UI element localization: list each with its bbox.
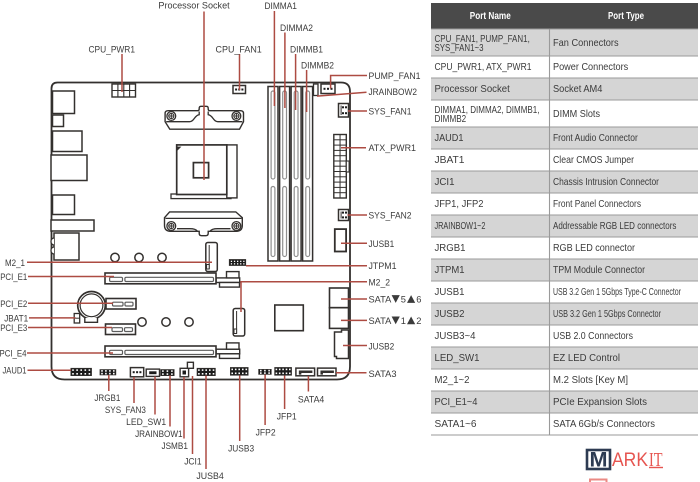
svg-text:JRAINBOW1~2: JRAINBOW1~2 [435,221,486,232]
svg-text:JFP2: JFP2 [256,428,276,439]
svg-text:IT: IT [649,450,663,471]
svg-text:Processor Socket: Processor Socket [158,0,230,11]
svg-text:PCIe Expansion Slots: PCIe Expansion Slots [553,397,647,408]
svg-text:JRGB1: JRGB1 [94,393,120,404]
svg-text:JUSB2: JUSB2 [369,342,395,353]
svg-text:SATA1~6: SATA1~6 [435,419,477,430]
svg-text:JUSB1: JUSB1 [369,239,395,250]
svg-text:SATA 6Gb/s Connectors: SATA 6Gb/s Connectors [553,419,655,430]
svg-text:PUMP_FAN1: PUMP_FAN1 [369,71,421,82]
svg-text:ARK: ARK [612,449,648,471]
svg-text:LED_SW1: LED_SW1 [435,353,480,364]
svg-text:Port Name: Port Name [470,11,511,22]
svg-text:DIMMB2: DIMMB2 [435,114,467,125]
svg-text:SYS_FAN2: SYS_FAN2 [369,211,412,222]
svg-text:SATA4: SATA4 [298,394,324,405]
svg-text:5: 5 [401,294,406,305]
svg-text:JTPM1: JTPM1 [435,265,465,276]
svg-text:SATA: SATA [369,294,392,305]
svg-text:DIMM Slots: DIMM Slots [553,109,600,120]
svg-text:JUSB3~4: JUSB3~4 [435,331,476,342]
svg-text:JAUD1: JAUD1 [3,366,27,377]
svg-text:DIMMA2: DIMMA2 [280,23,313,34]
svg-text:JUSB2: JUSB2 [435,309,465,320]
svg-text:DIMMB1: DIMMB1 [290,45,323,56]
svg-text:CPU_FAN1: CPU_FAN1 [216,44,262,55]
svg-text:Front Panel Connectors: Front Panel Connectors [553,199,641,210]
svg-text:JUSB4: JUSB4 [196,471,223,482]
svg-text:6: 6 [416,294,421,305]
svg-text:ATX_PWR1: ATX_PWR1 [369,143,417,154]
svg-text:PCI_E1: PCI_E1 [0,272,27,283]
svg-text:Processor Socket: Processor Socket [435,84,510,95]
svg-text:M2_1~2: M2_1~2 [435,375,470,386]
svg-text:RGB LED connector: RGB LED connector [553,243,636,254]
svg-text:JCI1: JCI1 [435,177,455,188]
svg-text:SYS_FAN1~3: SYS_FAN1~3 [435,43,484,54]
svg-text:USB 3.2 Gen 1 5Gbps Type-C Con: USB 3.2 Gen 1 5Gbps Type-C Connector [553,287,681,298]
svg-text:EZ LED Control: EZ LED Control [553,353,620,364]
svg-text:USB 3.2 Gen 1 5Gbps Connector: USB 3.2 Gen 1 5Gbps Connector [553,309,661,320]
svg-text:PCI_E4: PCI_E4 [0,349,27,360]
svg-text:LED_SW1: LED_SW1 [126,417,166,428]
svg-text:Addressable RGB LED connectors: Addressable RGB LED connectors [553,221,676,232]
svg-text:JBAT1: JBAT1 [435,155,465,166]
svg-text:CPU_PWR1: CPU_PWR1 [89,44,136,55]
svg-text:JCI1: JCI1 [184,457,201,468]
svg-text:JFP1: JFP1 [277,412,297,423]
svg-text:PCI_E3: PCI_E3 [0,323,27,334]
svg-text:M2_1: M2_1 [5,258,25,269]
svg-text:JBAT1: JBAT1 [4,313,28,324]
svg-text:Power Connectors: Power Connectors [553,62,628,73]
svg-text:DIMMB2: DIMMB2 [301,61,334,72]
svg-text:Fan Connectors: Fan Connectors [553,38,619,49]
svg-text:PCI_E2: PCI_E2 [0,299,27,310]
svg-text:SYS_FAN1: SYS_FAN1 [369,107,412,118]
svg-text:2: 2 [416,316,421,327]
svg-text:PCI_E1~4: PCI_E1~4 [435,397,478,408]
svg-text:M.2 Slots [Key M]: M.2 Slots [Key M] [553,375,628,386]
svg-text:1: 1 [401,316,406,327]
svg-text:M2_2: M2_2 [369,277,391,288]
svg-text:SYS_FAN3: SYS_FAN3 [105,405,146,416]
svg-text:DIMMA1: DIMMA1 [265,1,297,12]
svg-text:JUSB1: JUSB1 [435,287,465,298]
svg-text:DIMMA1, DIMMA2, DIMMB1,: DIMMA1, DIMMA2, DIMMB1, [435,105,540,116]
svg-text:JRGB1: JRGB1 [435,243,466,254]
svg-text:Port Type: Port Type [608,11,644,22]
svg-text:SATA3: SATA3 [369,369,397,380]
svg-text:TPM Module Connector: TPM Module Connector [553,265,646,276]
svg-text:Chassis Intrusion Connector: Chassis Intrusion Connector [553,177,659,188]
svg-text:Front Audio Connector: Front Audio Connector [553,133,638,144]
svg-text:JFP1, JFP2: JFP1, JFP2 [435,199,484,210]
svg-text:M: M [590,449,608,472]
svg-text:JRAINBOW1: JRAINBOW1 [135,429,183,440]
svg-text:Socket AM4: Socket AM4 [553,84,603,95]
svg-text:JRAINBOW2: JRAINBOW2 [369,87,418,98]
svg-text:JUSB3: JUSB3 [228,443,254,454]
svg-text:JSMB1: JSMB1 [162,441,188,452]
svg-text:CPU_PWR1, ATX_PWR1: CPU_PWR1, ATX_PWR1 [435,62,532,73]
svg-text:CPU_FAN1, PUMP_FAN1,: CPU_FAN1, PUMP_FAN1, [435,34,530,45]
svg-text:SATA: SATA [369,316,392,327]
svg-text:JAUD1: JAUD1 [435,133,464,144]
svg-text:USB 2.0 Connectors: USB 2.0 Connectors [553,331,633,342]
svg-text:Clear CMOS Jumper: Clear CMOS Jumper [553,155,635,166]
svg-text:JTPM1: JTPM1 [369,261,397,272]
